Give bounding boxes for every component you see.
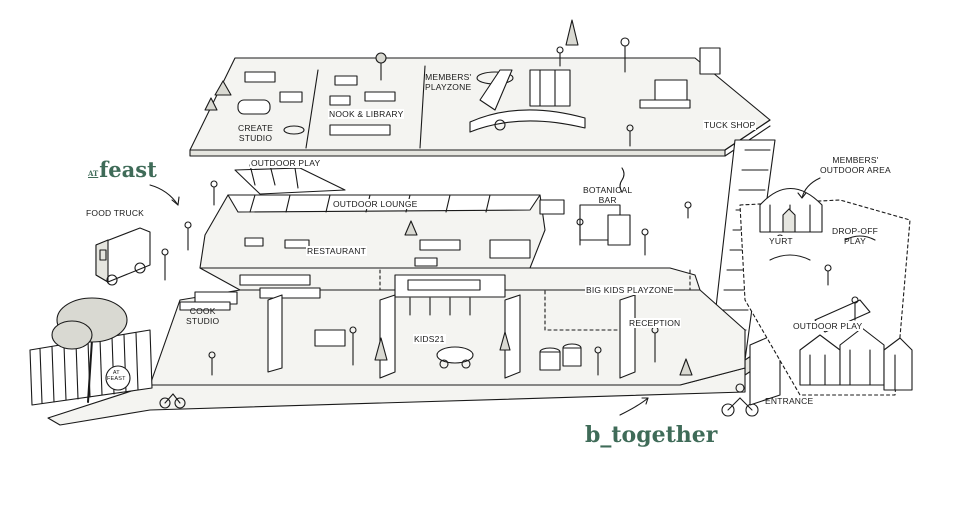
label-drop-off-line1: DROP-OFF — [832, 226, 878, 236]
ground-floor — [29, 164, 781, 426]
label-food-truck: FOOD TRUCK — [86, 208, 145, 218]
b-together-logo: b_together — [585, 422, 718, 448]
at-feast-sign-line1: AT — [112, 370, 120, 376]
label-members-playzone-line2: PLAYZONE — [425, 82, 472, 92]
at-feast-sign: AT FEAST — [107, 370, 126, 382]
label-restaurant: RESTAURANT — [306, 246, 367, 256]
pointer-arrows — [149, 177, 821, 416]
label-outdoor-play-right: OUTDOOR PLAY — [792, 321, 864, 331]
label-nook-library: NOOK & LIBRARY — [328, 109, 405, 119]
label-create-studio-line1: CREATE — [238, 123, 274, 133]
label-members-outdoor-area: MEMBERS' OUTDOOR AREA — [820, 155, 891, 175]
label-create-studio: CREATE STUDIO — [238, 123, 273, 143]
label-cook-studio-line2: STUDIO — [186, 316, 220, 326]
label-yurt: YURT — [768, 236, 794, 246]
label-drop-off-play: DROP-OFF PLAY — [832, 226, 878, 246]
label-big-kids-playzone: BIG KIDS PLAYZONE — [585, 285, 675, 295]
label-entrance: ENTRANCE — [765, 396, 814, 406]
label-members-playzone: MEMBERS' PLAYZONE — [425, 72, 471, 92]
label-botanical-bar-line1: BOTANICAL — [583, 185, 633, 195]
at-feast-logo-prefix: AT — [88, 169, 99, 178]
label-drop-off-line2: PLAY — [844, 236, 866, 246]
at-feast-sign-line2: FEAST — [107, 376, 126, 382]
label-kids21: KIDS21 — [413, 334, 446, 344]
label-cook-studio: COOK STUDIO — [186, 306, 219, 326]
upper-floor — [189, 19, 771, 157]
label-create-studio-line2: STUDIO — [238, 133, 273, 143]
label-outdoor-play-top: OUTDOOR PLAY — [250, 158, 322, 168]
label-cook-studio-line1: COOK — [189, 306, 216, 316]
at-feast-logo: ATfeast — [88, 158, 157, 182]
label-tuck-shop: TUCK SHOP — [703, 120, 757, 130]
label-members-outdoor-line2: OUTDOOR AREA — [820, 165, 891, 175]
at-feast-logo-name: feast — [99, 157, 157, 182]
label-members-playzone-line1: MEMBERS' — [425, 72, 472, 82]
label-botanical-bar: BOTANICAL BAR — [583, 185, 632, 205]
label-reception: RECEPTION — [628, 318, 682, 328]
label-members-outdoor-line1: MEMBERS' — [832, 155, 879, 165]
label-botanical-bar-line2: BAR — [598, 195, 617, 205]
label-outdoor-lounge: OUTDOOR LOUNGE — [332, 199, 419, 209]
